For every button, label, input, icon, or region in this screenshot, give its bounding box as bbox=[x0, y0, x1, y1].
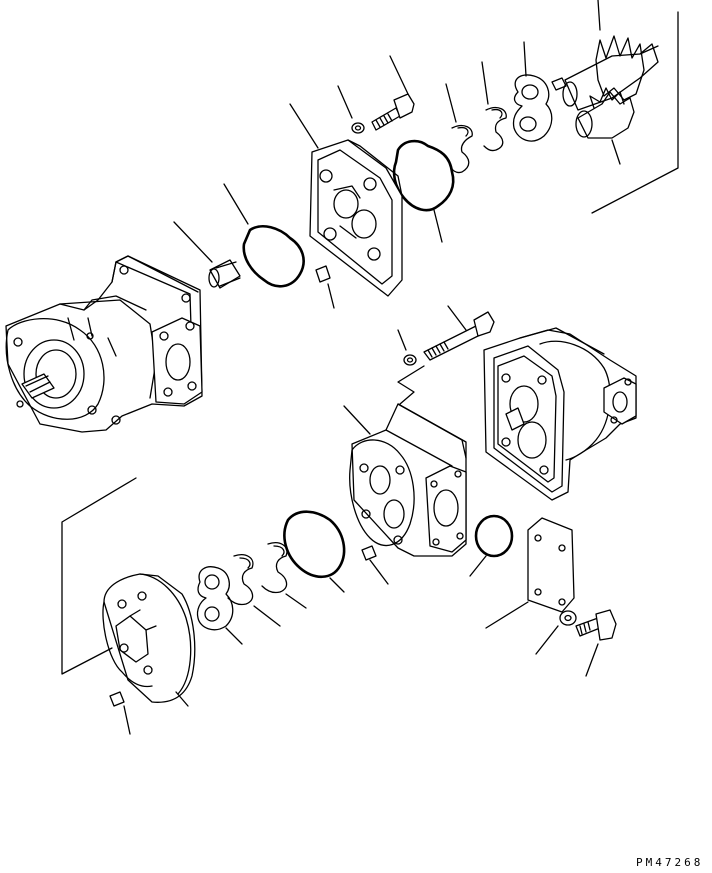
bolt-bottom bbox=[576, 610, 616, 676]
o-ring-right bbox=[470, 516, 512, 576]
drawing-reference-code: PM47268 bbox=[636, 856, 703, 869]
bottom-gear-group-bracket bbox=[62, 478, 136, 674]
dowel-pin-bottom bbox=[110, 692, 130, 734]
bushing-plate-lower bbox=[197, 567, 242, 644]
pump-housing-center bbox=[344, 404, 466, 556]
gasket-lower bbox=[284, 512, 344, 592]
needle-bearing bbox=[174, 222, 240, 288]
seal-ring-lower-b bbox=[228, 555, 280, 626]
washer-top bbox=[338, 86, 364, 133]
gasket-top bbox=[394, 141, 453, 242]
seal-ring-top-b bbox=[446, 84, 472, 173]
dowel-pin-top bbox=[316, 266, 334, 308]
pump-housing-right bbox=[484, 328, 636, 500]
bolt-long bbox=[424, 306, 494, 360]
gear-housing-body bbox=[103, 574, 195, 706]
top-gear-group-bracket bbox=[592, 12, 678, 213]
cover-plate-top bbox=[290, 104, 402, 296]
shaft-key bbox=[552, 78, 566, 90]
driven-gear bbox=[576, 88, 634, 164]
gasket-left bbox=[224, 184, 304, 286]
washer-bottom bbox=[536, 611, 576, 654]
bushing-plate-top bbox=[513, 42, 551, 141]
seal-ring-top-a bbox=[482, 62, 506, 151]
end-plate bbox=[486, 518, 574, 628]
drive-gear-shaft bbox=[563, 0, 658, 110]
seal-ring-lower-a bbox=[262, 543, 306, 608]
dowel-pin-middle bbox=[362, 546, 388, 584]
pump-assembly-left bbox=[6, 256, 202, 432]
bolt-top bbox=[372, 56, 414, 130]
washer-middle bbox=[398, 330, 424, 404]
